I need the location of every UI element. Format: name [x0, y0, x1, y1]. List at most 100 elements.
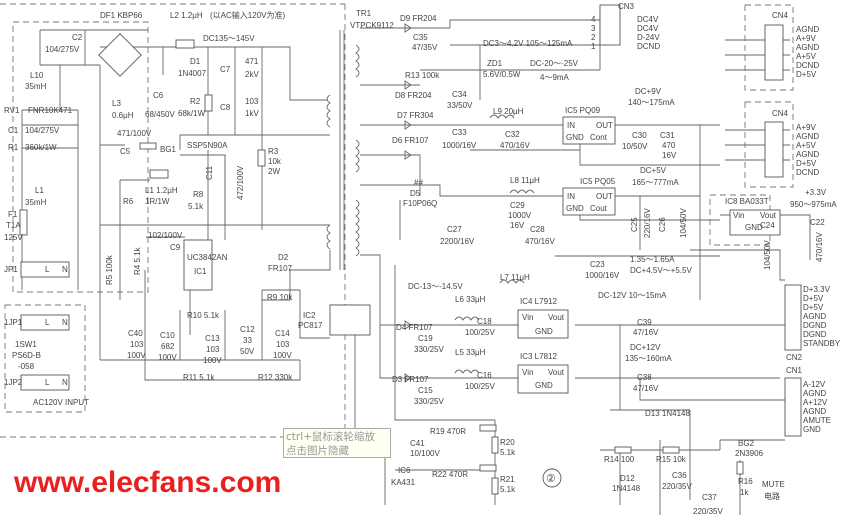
connector-cn3: CN3 4 3 2 1 DC4V DC4V D-24V DCND [591, 2, 660, 51]
label: R19 470R [430, 427, 466, 436]
label: 100V [127, 351, 146, 360]
label: Vout [760, 211, 777, 220]
connector-name: CN1 [786, 366, 803, 375]
label: 472/100V [236, 165, 245, 200]
label: D8 FR204 [395, 91, 432, 100]
label: R15 10k [656, 455, 687, 464]
label: DC+9V [635, 87, 662, 96]
label: 10k [268, 157, 282, 166]
label: C36 [672, 471, 687, 480]
label: 100V [158, 353, 177, 362]
label: 1k [740, 488, 749, 497]
label: C22 [810, 218, 825, 227]
label: C38 [637, 373, 652, 382]
label: R22 470R [432, 470, 468, 479]
pin-label: A+5V [796, 52, 816, 61]
pin-label: DCND [637, 42, 660, 51]
label: C1 [8, 126, 19, 135]
label: 104/50V [763, 240, 772, 270]
label: 5.1k [188, 202, 204, 211]
label: C31 [660, 131, 675, 140]
label: 220/16V [643, 208, 652, 238]
label: R1 [8, 143, 19, 152]
label: (以AC输入120V为准) [210, 10, 285, 20]
label: 1JP1 [4, 318, 23, 327]
label: 5.6V/0.5W [483, 70, 521, 79]
label: IC5 PQ05 [580, 177, 616, 186]
label: 2kV [245, 70, 259, 79]
label: IC5 PQ09 [565, 106, 601, 115]
label: C32 [505, 130, 520, 139]
label: 103 [245, 97, 259, 106]
label: 103 [130, 340, 144, 349]
label: 135～160mA [625, 354, 672, 363]
label: PS6D-B [12, 351, 41, 360]
pin-label: A+9V [796, 34, 816, 43]
label: F1 [8, 210, 18, 219]
label: 0.6μH [112, 111, 134, 120]
label: SSP5N90A [187, 141, 228, 150]
label: FR107 [268, 264, 293, 273]
label: R10 5.1k [187, 311, 220, 320]
watermark: www.elecfans.com [13, 466, 281, 499]
pin-label: AGND [796, 132, 819, 141]
connector-cn4-top: CN4 AGND A+9V AGND A+5V DCND D+5V [772, 11, 819, 79]
label: DC-12V 10～15mA [598, 291, 667, 300]
label: 2200/16V [440, 237, 475, 246]
pin-label: AGND [803, 389, 826, 398]
label: C35 [413, 33, 428, 42]
label: 100/25V [465, 382, 495, 391]
label: R11 5.1k [183, 373, 215, 382]
pin-label: DCND [796, 61, 819, 70]
label: F10P06Q [403, 199, 437, 208]
label: GND [566, 133, 584, 142]
label: L1 [35, 186, 44, 195]
label: 1N4007 [178, 69, 207, 78]
label: L2 1.2μH [170, 11, 203, 20]
label: 470 [662, 141, 676, 150]
label: 330/25V [414, 397, 444, 406]
tooltip[interactable]: ctrl+鼠标滚轮缩放 点击图片隐藏 [283, 428, 391, 458]
connector-name: CN4 [772, 11, 789, 20]
label: 220/35V [662, 482, 692, 491]
label: 47/16V [633, 328, 659, 337]
label: 50V [240, 347, 255, 356]
label: R9 10k [267, 293, 293, 302]
label: D1 [190, 57, 201, 66]
label: IC4 L7912 [520, 297, 557, 306]
label: L10 [30, 71, 44, 80]
label: PC817 [298, 321, 323, 330]
connector-cn2: D+3.3V D+5V D+5V AGND DGND DGND STANDBY … [786, 285, 841, 362]
label: OUT [596, 192, 613, 201]
label: L [45, 378, 50, 387]
label: C33 [452, 128, 467, 137]
label: ZD1 [487, 59, 503, 68]
pin-label: GND [803, 425, 821, 434]
label: R20 [500, 438, 515, 447]
label: 68/450V [145, 110, 175, 119]
label: 104/50V [679, 208, 688, 238]
label: 35mH [25, 82, 47, 91]
label: DC3～4.2V 105～125mA [483, 39, 573, 48]
label: N [62, 318, 68, 327]
label: C34 [452, 90, 467, 99]
label: BG1 [160, 145, 177, 154]
label: C41 [410, 439, 425, 448]
label: MUTE [762, 480, 785, 489]
label: DC+12V [630, 343, 661, 352]
label: 1000/16V [442, 141, 477, 150]
label: IC2 [303, 311, 316, 320]
pin-num: 3 [591, 24, 596, 33]
label: 104/275V [45, 45, 80, 54]
label: C7 [220, 65, 231, 74]
label: 360k/1W [25, 143, 57, 152]
label: C23 [590, 260, 605, 269]
label: 100/25V [465, 328, 495, 337]
label: R14 100 [604, 455, 635, 464]
label: UC3842AN [187, 253, 228, 262]
label: 1kV [245, 109, 259, 118]
pin-label: A+5V [796, 141, 816, 150]
pin-label: AGND [803, 312, 826, 321]
label: 35mH [25, 198, 47, 207]
label: Cont [590, 133, 608, 142]
